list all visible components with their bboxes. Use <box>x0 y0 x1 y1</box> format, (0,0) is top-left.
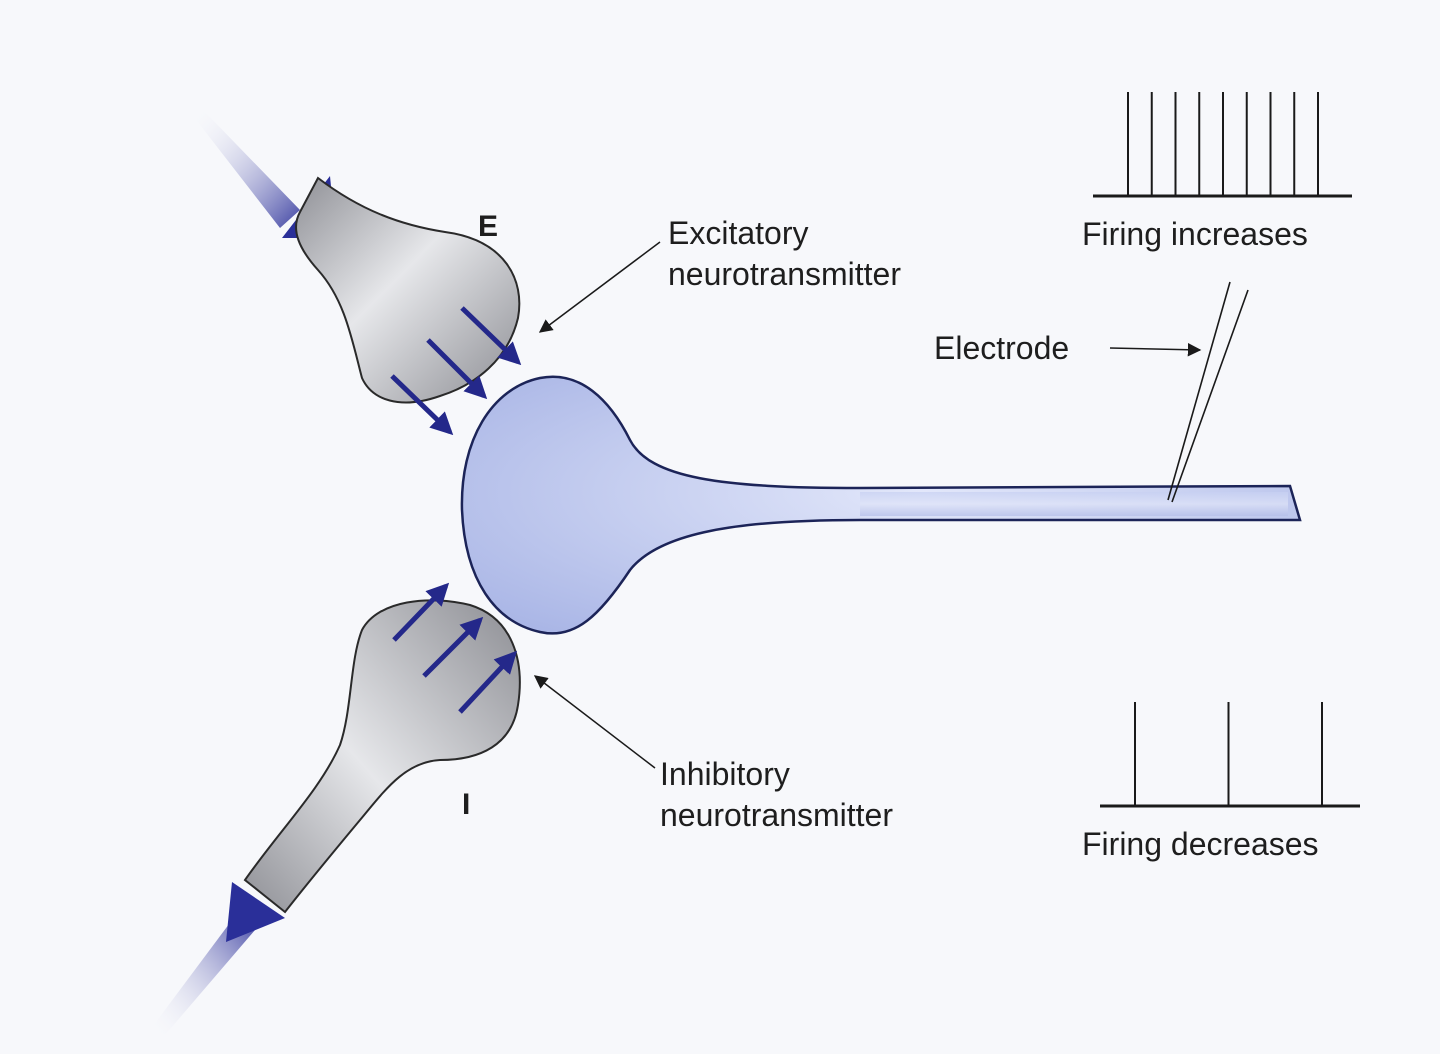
excitatory-nt-label-line2: neurotransmitter <box>668 256 901 292</box>
excitatory-nt-leader <box>538 241 661 333</box>
label-e: E <box>478 210 498 243</box>
inhibitory-nt-label-line2: neurotransmitter <box>660 797 893 833</box>
excitatory-terminal <box>295 176 521 404</box>
inhibitory-terminal <box>243 599 521 914</box>
inhibitory-nt-leader <box>533 675 656 769</box>
inhibitory-input-arrow <box>150 882 285 1035</box>
excitatory-release-arrows <box>390 306 522 436</box>
firing-decreases-label: Firing decreases <box>1082 826 1319 862</box>
spike-train-increases <box>1093 92 1352 198</box>
inhibitory-nt-label-line1: Inhibitory <box>660 756 790 792</box>
electrode <box>1167 281 1249 503</box>
label-i: I <box>462 788 470 821</box>
spike-train-decreases <box>1100 702 1360 808</box>
electrode-leader <box>1109 342 1202 357</box>
firing-increases-label: Firing increases <box>1082 216 1308 252</box>
axon-highlight <box>860 492 1288 516</box>
inhibitory-release-arrows <box>392 582 518 714</box>
excitatory-nt-label-line1: Excitatory <box>668 215 808 251</box>
electrode-label: Electrode <box>934 330 1069 366</box>
